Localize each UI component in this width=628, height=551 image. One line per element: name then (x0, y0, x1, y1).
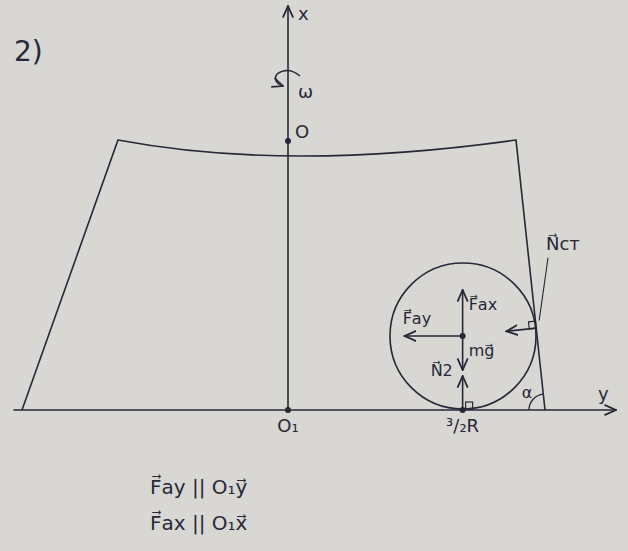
ball-outline (389, 262, 537, 410)
axis-label: y (598, 384, 609, 405)
note: F⃗ax || O₁x⃗ (150, 512, 247, 535)
point-dot (285, 138, 291, 144)
force-arrow (405, 335, 463, 337)
force-arrow (462, 290, 464, 336)
rotation-arrow (275, 70, 300, 86)
force-label: F⃗ay (403, 310, 431, 328)
container-outline (22, 140, 545, 410)
point-label: O (295, 122, 309, 143)
omega-label: ω (298, 82, 313, 103)
ball: F⃗ay F⃗ax mg⃗ N⃗2 (389, 262, 537, 410)
y-axis (14, 409, 616, 411)
force-label: mg⃗ (469, 342, 495, 360)
force-label: N⃗2 (431, 362, 453, 380)
x-axis (287, 6, 289, 410)
force-arrow (462, 376, 464, 408)
point-label: O₁ (277, 416, 298, 437)
force-label: N⃗ст (546, 234, 580, 255)
force-arrow (462, 336, 464, 370)
leader-line (539, 258, 548, 320)
dimension-label: ³/₂R (446, 416, 479, 437)
problem-number: 2) (14, 36, 43, 68)
note: F⃗ay || O₁y⃗ (150, 476, 247, 499)
force-label: F⃗ax (469, 296, 497, 314)
point-dot (285, 407, 291, 413)
angle-label: α (522, 384, 533, 402)
axis-label: x (298, 4, 309, 25)
